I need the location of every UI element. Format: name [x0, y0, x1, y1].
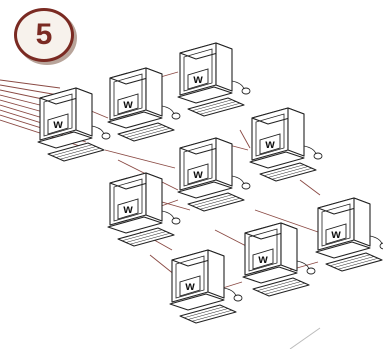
computer-label: w — [252, 248, 274, 270]
link-line — [104, 149, 176, 169]
computer-label: w — [325, 223, 347, 245]
link-line — [254, 209, 319, 233]
step-number: 5 — [35, 18, 53, 51]
link-line — [239, 129, 251, 149]
step-number-badge: 5 — [14, 8, 74, 62]
link-line — [0, 79, 61, 89]
computer-label-text: w — [122, 97, 133, 111]
mouse-icon — [171, 217, 181, 225]
link-line — [149, 254, 176, 276]
computer-1: w — [37, 87, 111, 162]
computer-label-text: w — [184, 279, 195, 293]
mouse-icon — [241, 87, 251, 95]
computer-3: w — [177, 42, 251, 117]
computer-label-text: w — [122, 202, 133, 216]
link-line — [214, 229, 251, 249]
computer-label-text: w — [52, 117, 63, 131]
computer-label: w — [117, 93, 139, 115]
mouse-icon — [379, 242, 383, 250]
computer-label-text: w — [330, 227, 341, 241]
mouse-icon — [101, 132, 111, 140]
mouse-icon — [306, 267, 316, 275]
computer-5: w — [177, 137, 251, 212]
computer-label: w — [117, 198, 139, 220]
computer-label: w — [259, 133, 281, 155]
link-line — [299, 179, 321, 196]
computer-label-text: w — [264, 137, 275, 151]
mouse-icon — [233, 294, 243, 302]
computer-8: w — [242, 222, 316, 297]
computer-label: w — [179, 275, 201, 297]
computer-7: w — [169, 249, 243, 324]
computer-label: w — [47, 113, 69, 135]
mouse-icon — [313, 152, 323, 160]
mouse-icon — [171, 112, 181, 120]
computer-label-text: w — [257, 252, 268, 266]
computer-2: w — [107, 67, 181, 142]
computer-label: w — [187, 163, 209, 185]
computer-4: w — [107, 172, 181, 247]
computer-6: w — [249, 107, 323, 182]
link-line — [289, 327, 321, 349]
computer-label: w — [187, 68, 209, 90]
computer-label-text: w — [192, 72, 203, 86]
mouse-icon — [241, 182, 251, 190]
computer-label-text: w — [192, 167, 203, 181]
computer-9: w — [315, 197, 383, 272]
computer-group: w w w w w w w w w — [37, 42, 383, 324]
